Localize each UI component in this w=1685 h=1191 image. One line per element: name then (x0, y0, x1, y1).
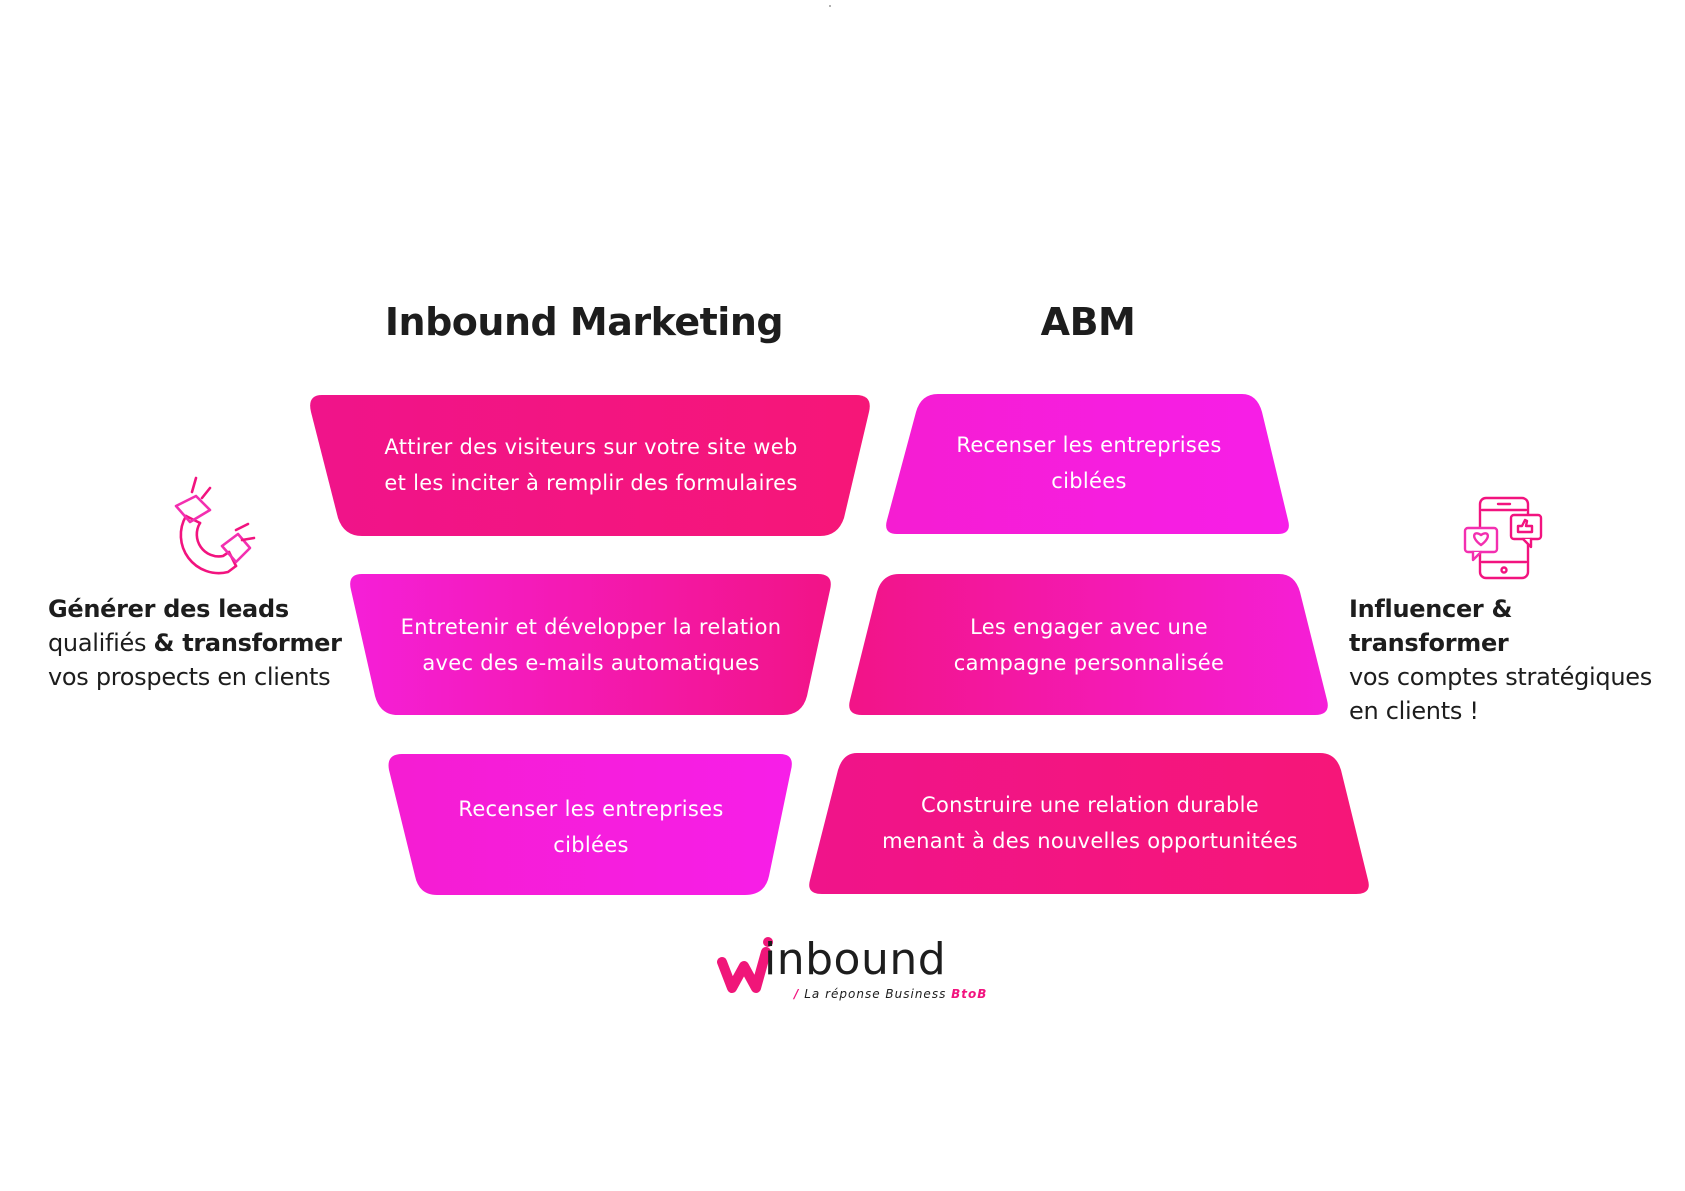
abm-step-3-line1: Construire une relation durable (921, 793, 1259, 817)
abm-step-3-shape (809, 753, 1369, 894)
inbound-step-1-text: Attirer des visiteurs sur votre site web… (340, 420, 842, 510)
inbound-step-3-line1: Recenser les entreprises (458, 797, 724, 821)
left-caption-line3: vos prospects en clients (48, 663, 331, 691)
logo-tag-text: La réponse Business (804, 987, 947, 1001)
abm-step-2-shape (849, 574, 1328, 715)
right-caption-line3: en clients ! (1349, 697, 1479, 725)
abm-step-1-shape (886, 394, 1289, 534)
logo-tagline: / La réponse Business BtoB (794, 987, 987, 1001)
inbound-step-1-shape (310, 395, 870, 536)
inbound-step-1-line2: et les inciter à remplir des formulaires (384, 471, 798, 495)
right-caption-line2: vos comptes stratégiques (1349, 663, 1652, 691)
left-caption: Générer des leads qualifiés & transforme… (48, 592, 368, 694)
magnet-icon (174, 476, 256, 575)
stray-dot (829, 5, 831, 7)
inbound-step-2-line2: avec des e-mails automatiques (422, 651, 760, 675)
abm-title: ABM (1040, 300, 1136, 344)
logo-word: inbound (764, 934, 947, 985)
abm-step-3-text: Construire une relation durable menant à… (840, 778, 1340, 868)
inbound-step-1-line1: Attirer des visiteurs sur votre site web (384, 435, 798, 459)
abm-step-2-line2: campagne personnalisée (953, 651, 1225, 675)
inbound-step-2-shape (350, 574, 831, 715)
abm-step-1-line2: ciblées (1051, 469, 1127, 493)
inbound-step-3-line2: ciblées (553, 833, 629, 857)
abm-step-1-text: Recenser les entreprises ciblées (910, 418, 1268, 508)
inbound-step-3-text: Recenser les entreprises ciblées (410, 782, 772, 872)
winbound-logo: inbound / La réponse Business BtoB (716, 932, 986, 1002)
left-caption-line1: Générer des leads (48, 595, 289, 623)
right-caption: Influencer & transformer vos comptes str… (1349, 592, 1674, 728)
left-caption-line2-regular: qualifiés (48, 629, 147, 657)
logo-tag-slash: / (794, 987, 800, 1001)
logo-tag-accent: BtoB (951, 987, 988, 1001)
inbound-step-2-line1: Entretenir et développer la relation (400, 615, 782, 639)
right-caption-line1: Influencer & transformer (1349, 595, 1513, 657)
phone-social-icon (1463, 496, 1543, 580)
inbound-step-2-text: Entretenir et développer la relation ave… (370, 600, 812, 690)
left-caption-line2-bold: & transformer (153, 629, 342, 657)
inbound-title: Inbound Marketing (384, 300, 784, 344)
abm-step-1-line1: Recenser les entreprises (956, 433, 1222, 457)
abm-step-1-line1: Les engager avec une (970, 615, 1208, 639)
abm-step-2-text: Les engager avec une campagne personnali… (880, 600, 1298, 690)
logo-mark (717, 937, 773, 993)
abm-step-3-line2: menant à des nouvelles opportunitées (882, 829, 1298, 853)
inbound-step-3-shape (388, 754, 792, 895)
